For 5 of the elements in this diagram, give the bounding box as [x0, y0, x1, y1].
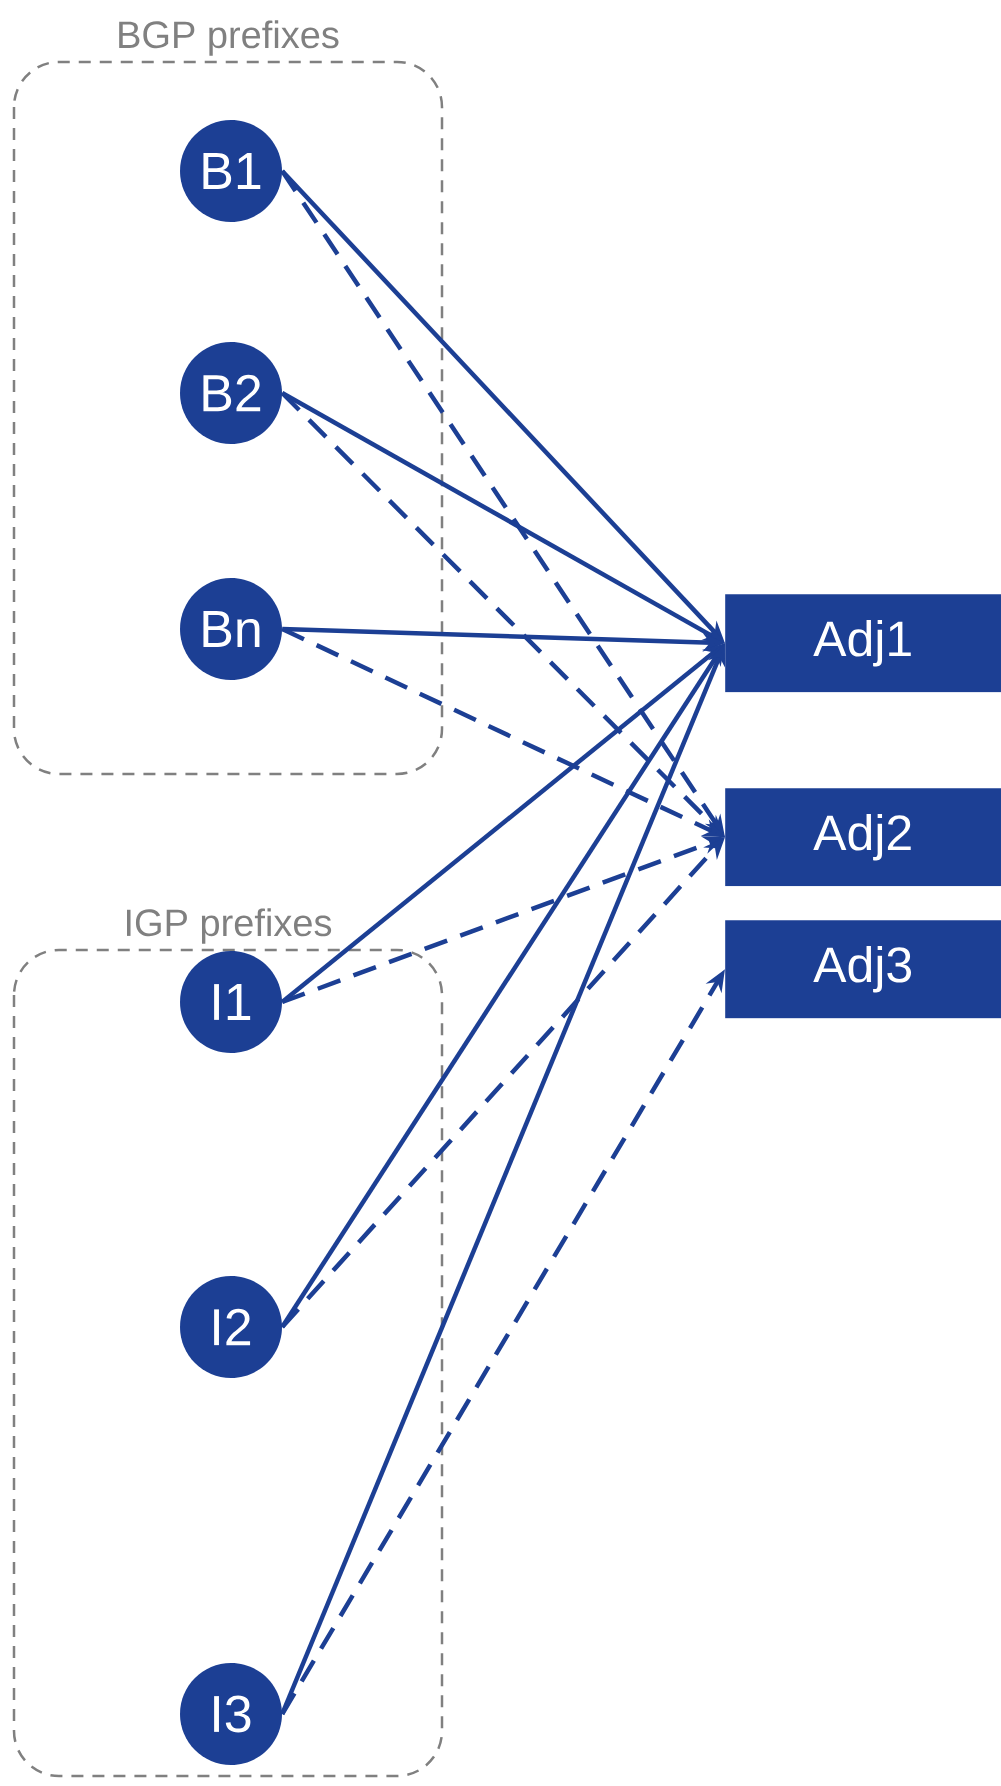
- adjacency-box: Adj2: [725, 788, 1001, 887]
- adjacency-box: Adj3: [725, 920, 1001, 1019]
- adjacency-box: Adj1: [725, 594, 1001, 693]
- node-label: BGP prefixes: [119, 20, 339, 56]
- node-label: IGP prefixes: [126, 908, 332, 944]
